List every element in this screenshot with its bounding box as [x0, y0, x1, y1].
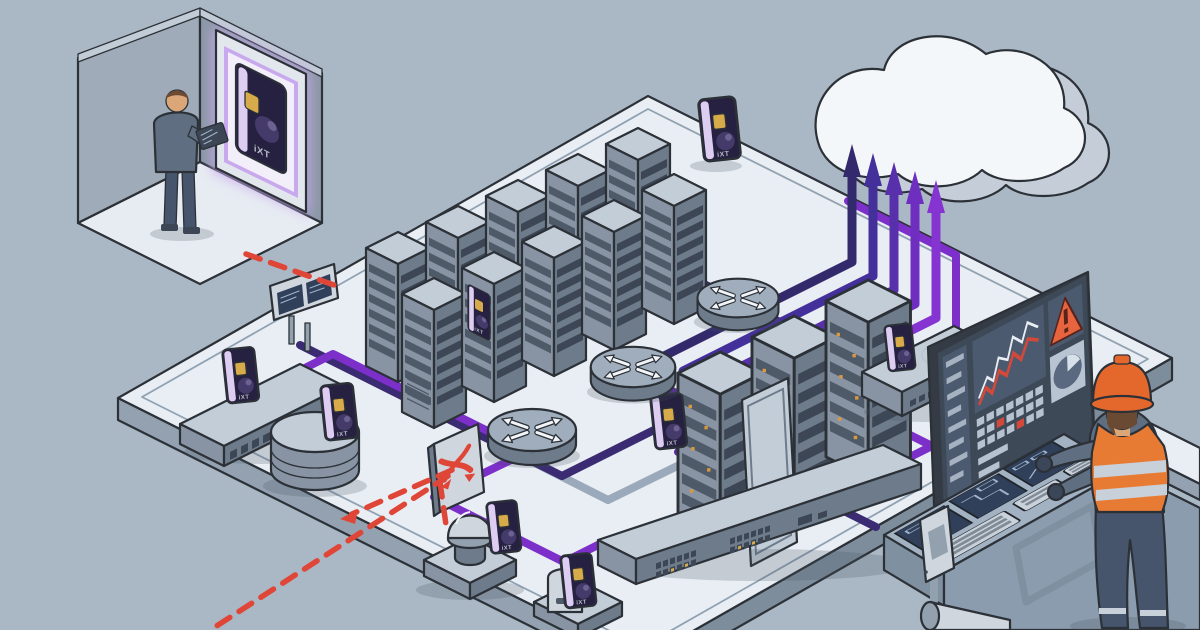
technician-legs [163, 167, 179, 229]
hard-hat [1089, 354, 1155, 414]
sim-card [883, 322, 917, 373]
warning-triangle-icon [1049, 296, 1083, 347]
firewall-block-sign [426, 422, 486, 518]
sim-card [484, 498, 523, 556]
server-rack [640, 172, 708, 326]
upload-arrow-2 [678, 166, 878, 376]
keyboard-1 [932, 510, 1021, 562]
vest-stripe-1 [1094, 460, 1166, 478]
device-pedestal [532, 551, 624, 630]
worker-glove-2 [1046, 482, 1066, 502]
server-rack [520, 224, 588, 378]
upload-arrowhead-2 [864, 153, 882, 186]
attack-arrowhead [340, 509, 358, 524]
keypad [1062, 456, 1097, 476]
line-chart-panel [972, 304, 1046, 414]
sim-card [558, 551, 598, 610]
rack-sim-poster: iXT [467, 284, 491, 341]
attack-path-drop [437, 479, 450, 535]
attack-path-deflected [349, 467, 455, 517]
network-cable-bright-5 [844, 197, 960, 348]
vest-stripe-2 [1096, 484, 1167, 501]
upload-arrowhead-5 [927, 180, 945, 213]
room-technician [150, 89, 229, 241]
worker [1034, 354, 1186, 630]
pipe [919, 600, 1012, 630]
pie-chart [1053, 354, 1082, 389]
server-rack [400, 276, 468, 430]
attack-path-long [212, 473, 451, 630]
router-disc-2 [587, 347, 679, 404]
worker-legs [1094, 503, 1170, 630]
door-sim-card: iXT [234, 63, 288, 174]
upload-arrowhead-1 [843, 144, 861, 177]
worker-glove-1 [1034, 454, 1054, 474]
upload-arrowhead-3 [885, 162, 903, 195]
status-grid [976, 384, 1044, 479]
edge-sim-card [690, 94, 743, 172]
upload-arrowhead-4 [906, 171, 924, 204]
left-server-cluster: iXT [364, 126, 708, 430]
storage-cylinder [263, 381, 367, 497]
router-disc-3 [484, 409, 580, 468]
server-rack [580, 198, 648, 352]
network-switch [596, 443, 923, 586]
sim-portal-door: iXT [212, 26, 310, 216]
attack-paths [212, 251, 455, 630]
attack-path-upper [243, 251, 337, 288]
line-chart-red [977, 337, 1040, 406]
line-chart-white [977, 320, 1039, 399]
dome-camera [416, 498, 524, 601]
cloud-icon [814, 35, 1111, 203]
secure-room: iXT [76, 7, 324, 286]
sim-card [220, 345, 261, 405]
poster-sim-label: iXT [474, 326, 483, 336]
sim-card [318, 381, 360, 442]
router-disc-1 [694, 279, 782, 333]
tablet [195, 122, 229, 150]
technician-torso [152, 111, 200, 174]
console-screen-2 [948, 473, 1028, 520]
